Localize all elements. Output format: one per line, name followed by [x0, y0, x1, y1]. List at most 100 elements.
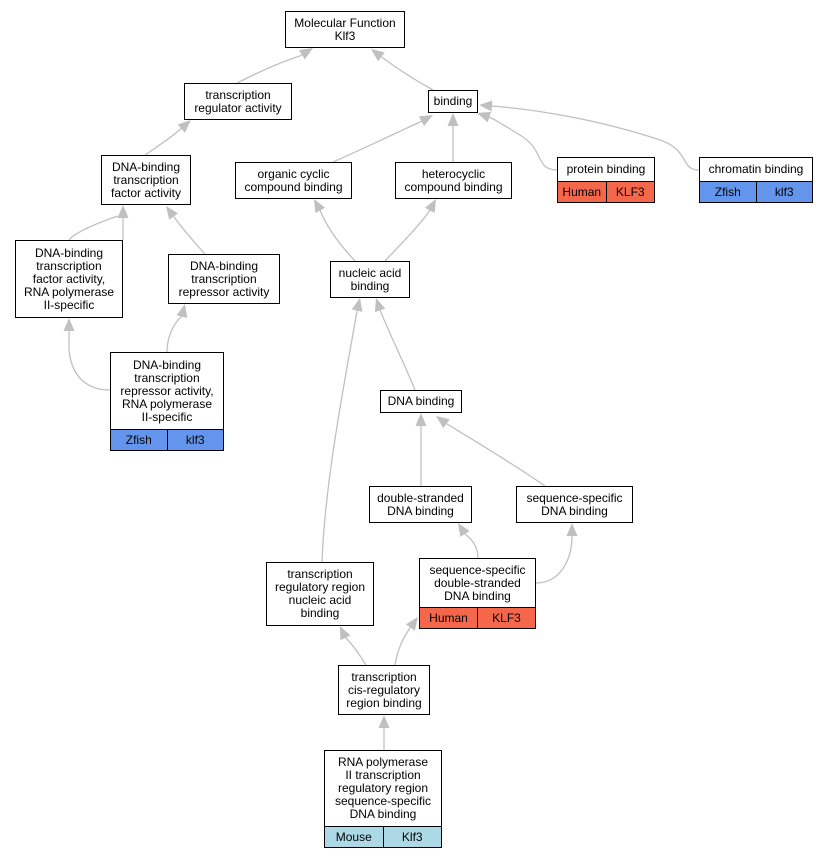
node-sequence-specific-double-stranded-dna-binding[interactable]: sequence-specific double-stranded DNA bi… [419, 558, 536, 629]
edge-line [491, 105, 700, 171]
node-label: transcription cis-regulatory region bind… [346, 669, 422, 710]
node-label: DNA binding [387, 394, 455, 408]
node-dna-binding-repressor-activity-rna-pol-ii[interactable]: DNA-binding transcription repressor acti… [110, 352, 224, 451]
node-label: nucleic acid binding [338, 265, 402, 293]
node-label: RNA polymerase II transcription regulato… [334, 755, 432, 821]
species-tags: Zfish klf3 [700, 181, 812, 202]
node-binding[interactable]: binding [428, 90, 478, 113]
node-label: organic cyclic compound binding [244, 166, 343, 194]
node-label: heterocyclic compound binding [404, 166, 503, 194]
edge-line [379, 309, 416, 391]
node-dna-binding[interactable]: DNA binding [380, 390, 462, 413]
node-nucleic-acid-binding[interactable]: nucleic acid binding [330, 261, 410, 298]
edge-line [68, 331, 111, 391]
node-transcription-regulator-activity[interactable]: transcription regulator activity [184, 83, 292, 120]
edge-arrowhead [314, 199, 326, 214]
node-sequence-specific-dna-binding[interactable]: sequence-specific DNA binding [516, 486, 633, 523]
gene-tag: KLF3 [477, 608, 535, 628]
species-tag: Human [558, 182, 606, 202]
edge-arrowhead [436, 416, 450, 429]
node-label: DNA-binding transcription repressor acti… [120, 357, 214, 424]
node-label: DNA-binding transcription factor activit… [110, 159, 182, 200]
node-chromatin-binding[interactable]: chromatin binding Zfish klf3 [699, 157, 813, 203]
node-label: chromatin binding [708, 162, 804, 176]
edge-arrowhead [405, 617, 418, 631]
species-tag: Zfish [700, 182, 756, 202]
gene-tag: Klf3 [382, 827, 441, 847]
node-label: sequence-specific DNA binding [526, 490, 623, 518]
edge-arrowhead [418, 115, 433, 127]
edge-line [488, 116, 558, 171]
edge-line [321, 310, 358, 563]
edge-line [236, 55, 301, 84]
species-tags: Mouse Klf3 [325, 826, 441, 847]
gene-tag: klf3 [166, 430, 223, 450]
species-tag: Mouse [325, 827, 383, 847]
gene-tag: klf3 [755, 182, 812, 202]
edge-line [394, 627, 411, 666]
edge-line [68, 215, 119, 241]
node-heterocyclic-compound-binding[interactable]: heterocyclic compound binding [395, 162, 512, 199]
edge-arrowhead [166, 206, 179, 220]
node-label: double-stranded DNA binding [377, 490, 464, 518]
edge-line [173, 216, 206, 255]
species-tags: Human KLF3 [558, 181, 654, 202]
node-label: protein binding [566, 162, 646, 176]
node-label: binding [433, 94, 473, 108]
edge-connector [299, 54, 303, 57]
edge-arrowhead [299, 48, 313, 60]
node-transcription-regulatory-region-nucleic-acid-binding[interactable]: transcription regulatory region nucleic … [266, 562, 374, 626]
edge-line [166, 315, 183, 353]
edge-arrowhead [63, 318, 75, 331]
edge-layer [63, 48, 700, 750]
edge-arrowhead [566, 523, 578, 536]
edge-arrowhead [374, 298, 386, 313]
edge-line [144, 127, 183, 156]
species-tags: Zfish klf3 [111, 429, 223, 450]
edge-connector [419, 120, 422, 123]
edge-line [319, 209, 356, 262]
node-label: transcription regulatory region nucleic … [274, 567, 366, 620]
edge-line [535, 535, 573, 584]
edge-line [344, 636, 367, 666]
edge-arrowhead [371, 49, 385, 62]
edge-arrowhead [176, 304, 188, 318]
edge-arrowhead [117, 205, 129, 218]
species-tag: Human [420, 608, 477, 628]
edge-arrowhead [378, 715, 390, 728]
gene-tag: KLF3 [605, 182, 654, 202]
edge-connector [180, 127, 183, 130]
edge-arrowhead [340, 626, 351, 641]
node-label: Molecular Function Klf3 [294, 15, 396, 43]
edge-line [464, 533, 479, 559]
edge-line [384, 209, 431, 262]
node-dna-binding-tf-activity-rna-pol-ii[interactable]: DNA-binding transcription factor activit… [15, 240, 123, 318]
node-label: transcription regulator activity [194, 87, 282, 115]
node-transcription-cis-regulatory-region-binding[interactable]: transcription cis-regulatory region bind… [338, 665, 430, 715]
edge-arrowhead [351, 298, 363, 312]
node-label: DNA-binding transcription factor activit… [23, 245, 115, 312]
species-tag: Zfish [111, 430, 167, 450]
edge-arrowhead [447, 113, 459, 126]
edge-line [446, 423, 546, 487]
edge-arrowhead [458, 523, 470, 537]
node-organic-cyclic-compound-binding[interactable]: organic cyclic compound binding [235, 162, 352, 199]
edge-arrowhead [415, 413, 427, 426]
node-double-stranded-dna-binding[interactable]: double-stranded DNA binding [369, 486, 472, 523]
node-protein-binding[interactable]: protein binding Human KLF3 [557, 157, 655, 203]
edge-arrowhead [424, 199, 436, 214]
edge-line [382, 57, 434, 91]
node-label: DNA-binding transcription repressor acti… [178, 258, 270, 299]
edge-connector [381, 56, 384, 59]
edge-arrowhead [479, 100, 493, 112]
edge-line [332, 121, 421, 163]
species-tags: Human KLF3 [420, 607, 535, 628]
node-label: sequence-specific double-stranded DNA bi… [429, 562, 526, 603]
edge-arrowhead [477, 111, 492, 123]
node-dna-binding-transcription-repressor-activity[interactable]: DNA-binding transcription repressor acti… [168, 254, 280, 304]
edge-arrowhead [177, 120, 191, 133]
node-rna-polymerase-ii-regulatory-region-sequence-specific-dna-binding[interactable]: RNA polymerase II transcription regulato… [324, 750, 442, 848]
node-dna-binding-transcription-factor-activity[interactable]: DNA-binding transcription factor activit… [101, 155, 191, 205]
node-molecular-function[interactable]: Molecular Function Klf3 [285, 11, 405, 48]
